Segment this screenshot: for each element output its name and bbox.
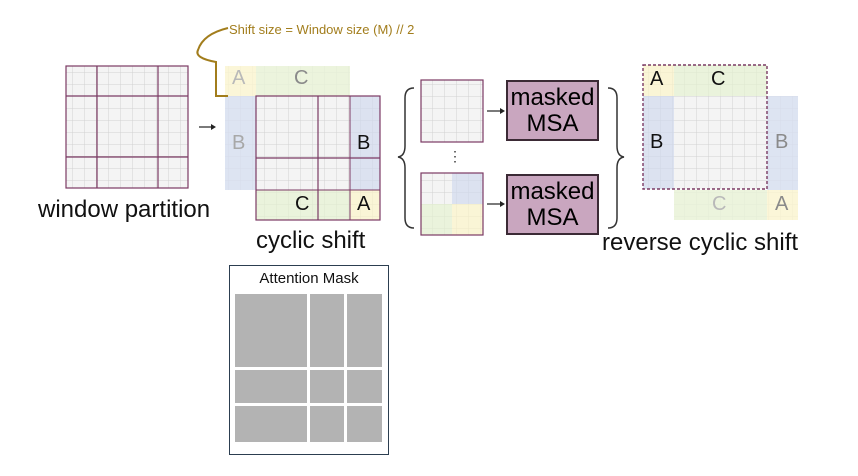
- reverse-ghost-letter-a: A: [775, 193, 789, 215]
- arrow-to-msa-1: [487, 108, 505, 114]
- ghost-letter-b: B: [232, 132, 246, 154]
- reverse-letter-b: B: [650, 131, 664, 153]
- mask-block: [347, 370, 382, 403]
- mask-block: [310, 370, 344, 403]
- shift-letter-a: A: [357, 193, 371, 215]
- reverse-cyclic-shift-label: reverse cyclic shift: [602, 229, 799, 256]
- small-window-2: [420, 172, 484, 236]
- attention-mask-panel: Attention Mask: [229, 265, 389, 455]
- right-brace: [607, 87, 625, 229]
- reverse-shift-grid: [642, 64, 768, 190]
- arrow-to-msa-2: [487, 201, 505, 207]
- masked-msa-box-1: masked MSA: [506, 80, 599, 141]
- masked-msa-2-line-2: MSA: [526, 204, 579, 231]
- masked-msa-1-line-2: MSA: [526, 110, 579, 137]
- reverse-letter-a: A: [650, 68, 664, 90]
- attention-mask-title: Attention Mask: [259, 270, 359, 287]
- window-ellipsis: ⋮: [448, 148, 462, 164]
- window-partition-grid: [65, 65, 189, 189]
- window-partition-border: [65, 65, 189, 189]
- arrow-partition-to-shift: [199, 124, 216, 130]
- shift-size-note: Shift size = Window size (M) // 2: [229, 22, 415, 37]
- reverse-grid-border: [642, 64, 768, 190]
- ghost-letter-c: C: [294, 67, 309, 89]
- ghost-letter-a: A: [232, 67, 246, 89]
- masked-msa-2-line-1: masked: [510, 178, 595, 205]
- reverse-ghost-letter-c: C: [712, 193, 727, 215]
- mask-block: [347, 406, 382, 442]
- small-window-1: [420, 79, 484, 143]
- window-partition-cells: [66, 66, 188, 188]
- mask-block: [235, 406, 307, 442]
- masked-msa-box-2: masked MSA: [506, 174, 599, 235]
- reverse-letter-c: C: [711, 68, 726, 90]
- cyclic-shift-label: cyclic shift: [256, 227, 366, 254]
- left-brace: [397, 87, 415, 229]
- mask-block: [235, 370, 307, 403]
- shift-letter-b: B: [357, 132, 371, 154]
- reverse-ghost-regions: [674, 96, 798, 220]
- masked-msa-1-line-1: masked: [510, 84, 595, 111]
- reverse-ghost-letter-b: B: [775, 131, 789, 153]
- shift-size-bracket: [196, 27, 229, 97]
- shift-letter-c: C: [295, 193, 310, 215]
- mask-block: [347, 294, 382, 367]
- mask-block: [235, 294, 307, 367]
- shift-ghost-regions: [225, 66, 350, 190]
- window-partition-label: window partition: [38, 196, 211, 223]
- mask-block: [310, 406, 344, 442]
- mask-block: [310, 294, 344, 367]
- cyclic-shift-grid: [255, 95, 381, 221]
